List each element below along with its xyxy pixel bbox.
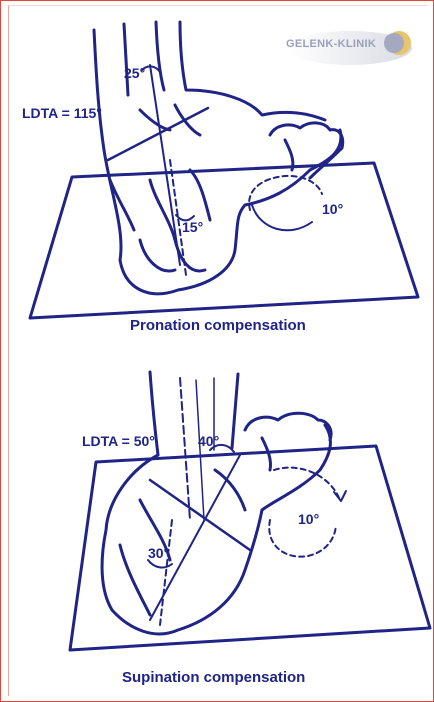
angle-label-heel-bottom: 30° (148, 545, 169, 561)
foot-outline-top (104, 130, 341, 294)
supination-illustration (70, 372, 430, 650)
forefoot-rotation-arc-top (249, 176, 322, 210)
ldta-label-top: LDTA = 115° (22, 105, 102, 121)
logo: GELENK-KLINIK (286, 31, 412, 65)
angle-label-tibia-bottom: 40° (198, 433, 219, 449)
pronation-illustration (30, 22, 418, 318)
floor-plane-top (30, 163, 418, 318)
angle-label-heel-top: 15° (182, 219, 203, 235)
toes-top (270, 123, 343, 178)
ldta-label-bottom: LDTA = 50° (82, 433, 155, 449)
angle-label-tibia-top: 25° (124, 65, 145, 81)
caption-bottom: Supination compensation (122, 669, 305, 686)
angle-label-forefoot-bottom: 10° (298, 511, 319, 527)
heel-angle-arc-bottom (148, 560, 172, 567)
tibia-axis-top (150, 65, 180, 265)
angle-label-forefoot-top: 10° (322, 201, 343, 217)
leg-outline-top (94, 30, 104, 150)
logo-gray-circle (384, 33, 404, 53)
heel-axis-bottom (160, 520, 172, 625)
caption-top: Pronation compensation (130, 317, 306, 334)
toes-bottom (245, 413, 331, 440)
logo-text: GELENK-KLINIK (286, 38, 376, 50)
